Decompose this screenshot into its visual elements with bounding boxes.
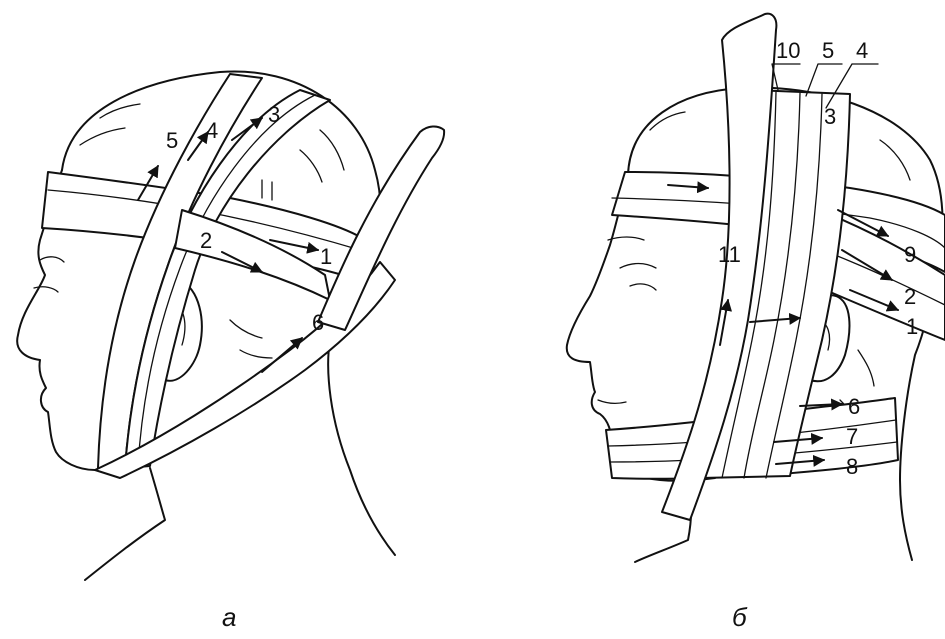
panel-a-label-5: 5	[166, 128, 178, 153]
panel-b-label-3: 3	[824, 104, 836, 129]
panel-b-label-8: 8	[846, 454, 858, 479]
panel-b-label-11: 11	[718, 242, 741, 267]
panel-b-label-1: 1	[906, 314, 918, 339]
panel-a-figure: 5 4 3 2 1 6 а	[17, 71, 444, 632]
panel-a-label-3: 3	[268, 102, 280, 127]
panel-b-label-7: 7	[846, 424, 858, 449]
panel-a-label-2: 2	[200, 228, 212, 253]
panel-a-neck	[85, 468, 165, 580]
panel-b-label-10: 10	[776, 38, 800, 63]
panel-a-label-1: 1	[320, 244, 332, 269]
panel-b-figure: 10 5 4 3 11 9 2 1 6 7 8 б	[567, 14, 945, 632]
panel-b-caption: б	[732, 602, 748, 632]
panel-b-label-5: 5	[822, 38, 834, 63]
panel-a-label-4: 4	[206, 118, 218, 143]
panel-a-label-6: 6	[312, 310, 324, 335]
panel-b-label-6: 6	[848, 394, 860, 419]
panel-b-label-9: 9	[904, 242, 916, 267]
panel-b-label-4: 4	[856, 38, 868, 63]
panel-b-label-2: 2	[904, 284, 916, 309]
panel-a-caption: а	[222, 602, 236, 632]
